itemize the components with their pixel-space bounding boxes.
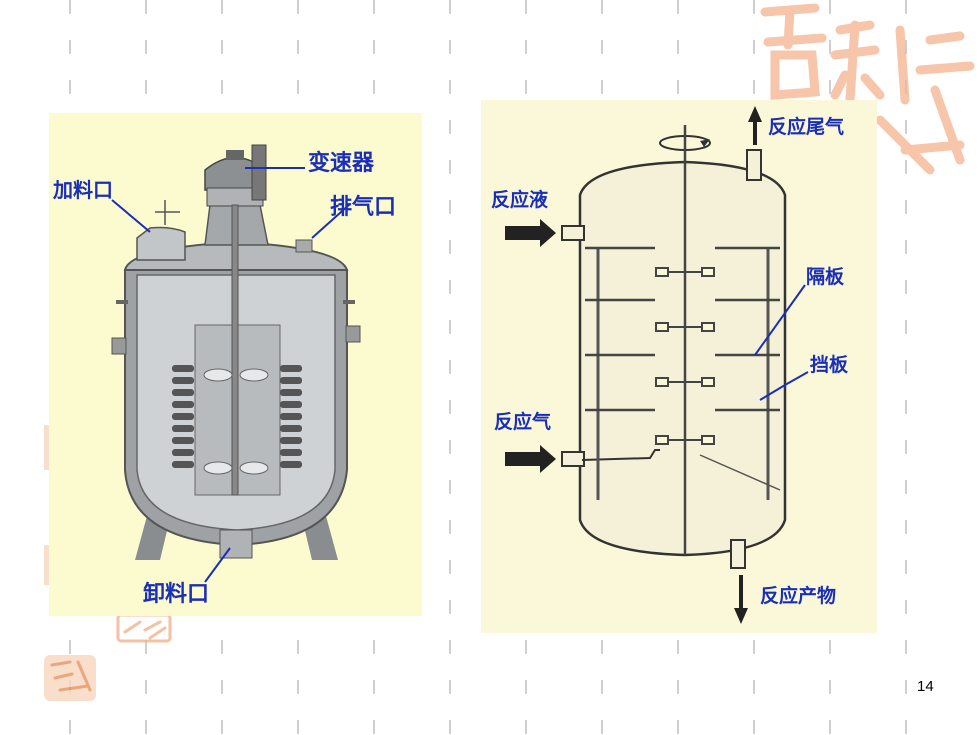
label-reaction-gas: 反应气: [494, 411, 552, 433]
label-feed-port: 加料口: [53, 178, 113, 202]
label-gearbox: 变速器: [308, 150, 375, 176]
label-reaction-product: 反应产物: [760, 585, 837, 607]
label-reaction-liquid: 反应液: [491, 189, 549, 211]
label-vent-port: 排气口: [330, 194, 397, 220]
label-discharge-port: 卸料口: [143, 581, 210, 607]
label-baffle: 挡板: [810, 354, 849, 376]
page-number: 14: [917, 678, 934, 695]
label-tail-gas: 反应尾气: [768, 116, 845, 138]
label-partition-plate: 隔板: [806, 266, 845, 288]
